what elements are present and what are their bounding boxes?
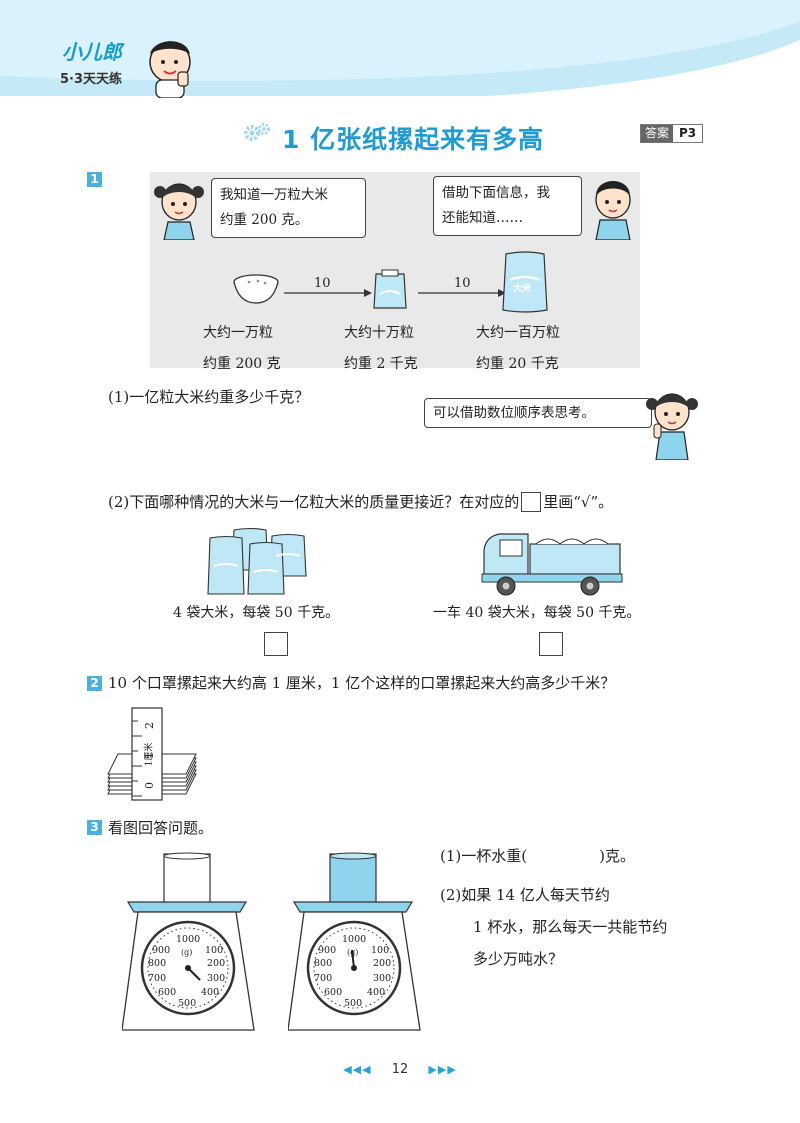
dial-2-1000: 1000 [342,934,367,945]
dial-1-600: 600 [158,987,177,998]
dial-1-700: 700 [148,973,167,984]
arrow-icon [418,289,506,297]
answer-tag[interactable]: 答案 P3 [640,124,704,143]
q3-sub1-after: )克。 [599,847,635,865]
option-a-checkbox[interactable] [264,632,288,656]
q3-sub2-line-2: 1 杯水，那么每天一共能节约 [473,918,668,936]
large-rice-bag-icon [502,251,548,313]
girl-bubble-line-2: 约重 200 克。 [220,212,309,228]
dial-2-600: 600 [324,987,343,998]
answer-tag-label: 答案 [641,125,674,142]
q2-text: 10 个口罩摞起来大约高 1 厘米，1 亿个这样的口罩摞起来大约高多少千米？ [108,674,616,692]
hint-bubble: 可以借助数位顺序表思考。 [424,398,652,428]
inline-checkbox-sample [521,491,542,512]
girl-speech-bubble: 我知道一万粒大米 约重 200 克。 [211,178,366,238]
rice-item-2: 大约十万粒 约重 2 千克 [344,318,418,380]
girl-bubble-line-1: 我知道一万粒大米 [220,187,328,203]
arrow-label-2: 10 [454,276,471,291]
option-a-text: 4 袋大米，每袋 50 千克。 [173,605,340,621]
dial-2-400: 400 [367,987,386,998]
brand-logo [58,34,198,102]
rice-item-3-count: 大约一百万粒 [476,325,560,341]
dial-1-1000: 1000 [176,934,201,945]
scale-full-cup [288,852,421,1031]
q3-sub1-before: (1)一杯水重( [440,847,528,865]
dial-1-200: 200 [207,958,226,969]
boy-bubble-line-2: 还能知道…… [442,210,523,226]
rice-item-1-weight: 约重 200 克 [203,356,281,372]
boy-avatar-icon [595,181,631,240]
rice-item-1-count: 大约一万粒 [203,325,273,341]
dial-1-900: 900 [152,945,171,956]
rice-bowl-icon [233,274,279,304]
dial-1-400: 400 [201,987,220,998]
rice-item-3: 大约一百万粒 约重 20 千克 [476,318,560,380]
arrow-icon [284,289,372,297]
large-bag-label: 大米 [513,284,532,294]
boy-speech-bubble: 借助下面信息，我 还能知道…… [433,176,582,236]
ruler-tick-0: 0 [143,782,156,789]
dial-1-300: 300 [207,973,226,984]
option-b-text: 一车 40 袋大米，每袋 50 千克。 [433,605,641,621]
rice-item-2-weight: 约重 2 千克 [344,356,418,372]
dial-2-300: 300 [373,973,392,984]
page-footer: ◀◀◀ 12 ▶▶▶ [0,1062,800,1077]
next-arrows-icon: ▶▶▶ [428,1063,457,1076]
question-number-2: 2 [87,676,102,691]
prev-arrows-icon: ◀◀◀ [343,1063,372,1076]
q3-sub1: (1)一杯水重( )克。 [440,845,635,866]
dial-2-500: 500 [344,998,363,1009]
q3-sub2: (2)如果 14 亿人每天节约 1 杯水，那么每天一共能节约 多少万吨水？ [440,879,667,975]
dial-2-700: 700 [314,973,333,984]
dial-1-unit: (g) [181,948,193,957]
ruler-unit-label: 1厘米 [144,742,155,767]
dial-1-500: 500 [178,998,197,1009]
dial-2-unit: (g) [347,948,359,957]
girl-thinking-icon [646,393,698,460]
stacked-masks-ruler-illustration [107,707,197,801]
boy-bubble-line-1: 借助下面信息，我 [442,185,550,201]
gear-icon [244,123,270,141]
question-number-1: 1 [87,172,102,187]
option-b-checkbox[interactable] [539,632,563,656]
scale-empty-cup [122,852,255,1031]
dial-2-800: 800 [314,958,333,969]
q1-sub2-text-before: (2)下面哪种情况的大米与一亿粒大米的质量更接近？在对应的 [108,493,520,511]
rice-item-2-count: 大约十万粒 [344,325,414,341]
page-title: 1 亿张纸摞起来有多高 [282,125,545,154]
four-rice-bags-icon [207,527,307,595]
question-number-3: 3 [87,820,102,835]
q3-sub1-answer-blank[interactable] [527,845,599,866]
q3-sub2-line-3: 多少万吨水？ [473,950,564,968]
mascot-boy-icon [149,41,191,99]
q1-sub1: (1)一亿粒大米约重多少千克？ [108,388,310,406]
answer-tag-page: P3 [679,126,697,140]
ruler-tick-2: 2 [143,722,156,729]
page-number: 12 [391,1062,409,1077]
brand-series: 5·3天天练 [60,72,123,87]
dial-2-100: 100 [371,945,390,956]
q1-sub2: (2)下面哪种情况的大米与一亿粒大米的质量更接近？在对应的 里画“√”。 [108,491,613,512]
rice-truck-icon [481,533,623,596]
girl-avatar-icon [154,183,204,240]
arrow-label-1: 10 [314,276,331,291]
small-rice-bag-icon [373,269,407,309]
brand-logo-text: 小儿郎 [62,40,122,64]
rice-item-1: 大约一万粒 约重 200 克 [203,318,281,380]
header-band [0,0,800,96]
q3-sub2-line-1: (2)如果 14 亿人每天节约 [440,886,610,904]
rice-item-3-weight: 约重 20 千克 [476,356,559,372]
q3-text: 看图回答问题。 [108,819,214,837]
dial-1-100: 100 [205,945,224,956]
dial-1-800: 800 [148,958,167,969]
dial-2-200: 200 [373,958,392,969]
q1-sub2-text-after: 里画“√”。 [543,493,614,511]
dial-2-900: 900 [318,945,337,956]
